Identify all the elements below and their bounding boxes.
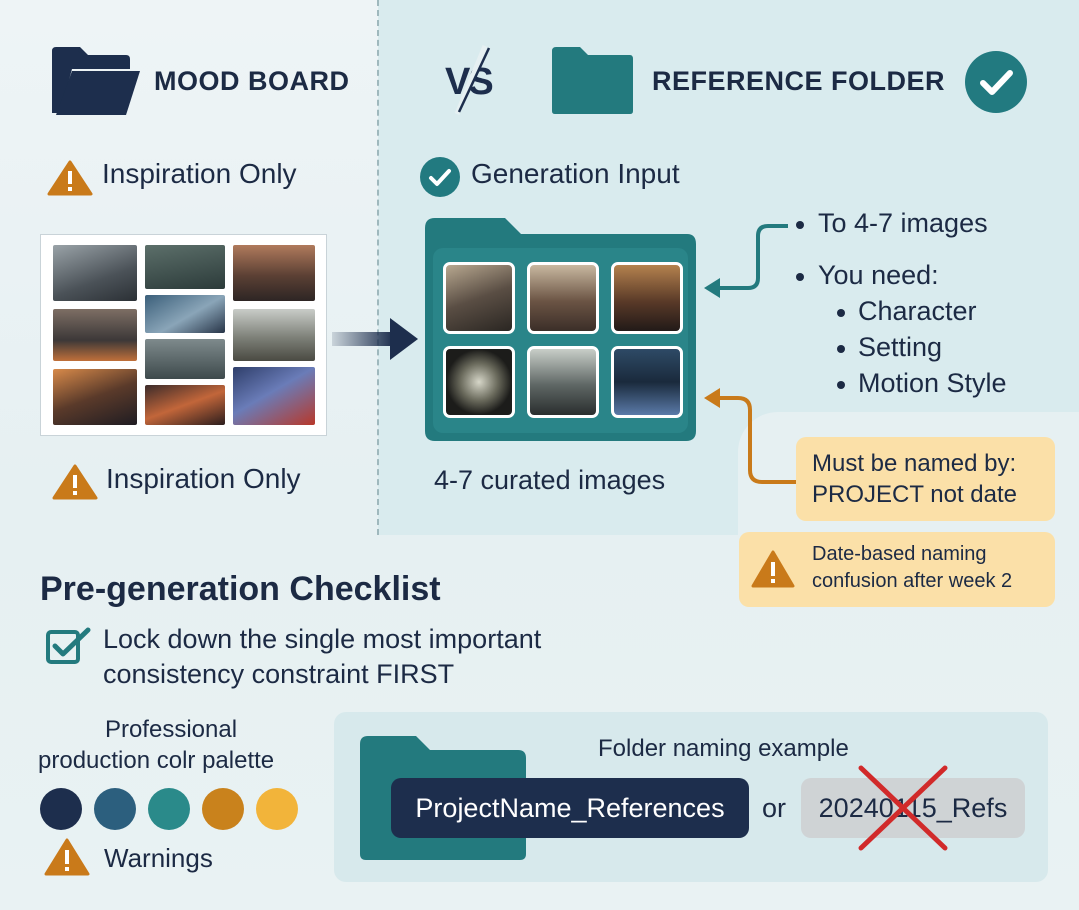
vs-divider (377, 0, 379, 535)
palette-swatch-amber (202, 788, 244, 830)
mood-image (145, 245, 225, 289)
date-naming-warning: Date-based naming confusion after week 2 (739, 532, 1055, 607)
warning-icon (47, 160, 93, 201)
bullet-dot (795, 218, 807, 230)
vs-label: VS (445, 44, 505, 121)
arrow-in-teal-icon (700, 218, 792, 305)
reference-image-character (611, 262, 683, 334)
naming-rule-line1: Must be named by: (812, 450, 1017, 477)
mood-image (145, 339, 225, 379)
palette-swatch-yellow (256, 788, 298, 830)
mood-image (53, 369, 137, 425)
cross-out-icon (855, 762, 951, 859)
warning-icon (751, 550, 795, 593)
reference-image-setting (527, 346, 599, 418)
folder-icon (550, 45, 634, 120)
need-item-character: Character (858, 296, 977, 326)
inspiration-only-top: Inspiration Only (102, 158, 297, 189)
palette-swatch-blue (94, 788, 136, 830)
arrow-in-amber-icon (700, 386, 800, 503)
mood-image (233, 245, 315, 301)
bullet-dot (795, 270, 807, 282)
or-label: or (762, 793, 787, 823)
warning-icon (44, 838, 90, 881)
need-item-setting: Setting (858, 332, 943, 362)
reference-image-motion (611, 346, 683, 418)
folder-caption: 4-7 curated images (434, 465, 666, 495)
naming-rule-line2: PROJECT not date (812, 481, 1017, 508)
reference-folder-title: REFERENCE FOLDER (652, 66, 946, 96)
bullet-dot (836, 378, 848, 390)
bullet-image-count: To 4-7 images (818, 208, 988, 238)
checklist-item-line2: consistency constraint FIRST (103, 659, 455, 689)
palette-title-line2: production colr palette (38, 747, 275, 774)
mood-board-title: MOOD BOARD (154, 66, 350, 96)
warning-line2: confusion after week 2 (812, 570, 1013, 592)
reference-image-character (527, 262, 599, 334)
checklist-item-line1: Lock down the single most important (103, 624, 542, 654)
naming-example-title: Folder naming example (598, 735, 849, 762)
arrow-right-icon (332, 316, 420, 367)
good-folder-name: ProjectName_References (391, 778, 749, 838)
folder-open-icon (50, 45, 142, 122)
generation-input-label: Generation Input (471, 158, 680, 189)
mood-image (233, 367, 315, 425)
warning-line1: Date-based naming (812, 543, 987, 565)
need-item-motion-style: Motion Style (858, 368, 1007, 398)
mood-image (233, 309, 315, 361)
warning-icon (52, 464, 98, 505)
palette-swatch-teal (148, 788, 190, 830)
bullet-dot (836, 342, 848, 354)
check-circle-icon (419, 156, 461, 203)
naming-rule-callout: Must be named by: PROJECT not date (796, 437, 1055, 521)
mood-image (53, 245, 137, 301)
mood-board-collage (40, 234, 327, 436)
checklist-title: Pre-generation Checklist (40, 570, 441, 608)
mood-image (53, 309, 137, 361)
checkbox-checked-icon[interactable] (46, 626, 92, 671)
bullet-you-need: You need: (818, 260, 939, 290)
inspiration-only-bottom: Inspiration Only (106, 463, 301, 494)
reference-image-setting (443, 346, 515, 418)
warnings-label: Warnings (104, 843, 213, 873)
palette-swatch-navy (40, 788, 82, 830)
palette-title-line1: Professional (104, 716, 238, 743)
mood-image (145, 385, 225, 425)
reference-image-character (443, 262, 515, 334)
mood-image (145, 295, 225, 333)
check-badge-icon (965, 51, 1027, 113)
bullet-dot (836, 306, 848, 318)
reference-folder-graphic (425, 218, 696, 441)
